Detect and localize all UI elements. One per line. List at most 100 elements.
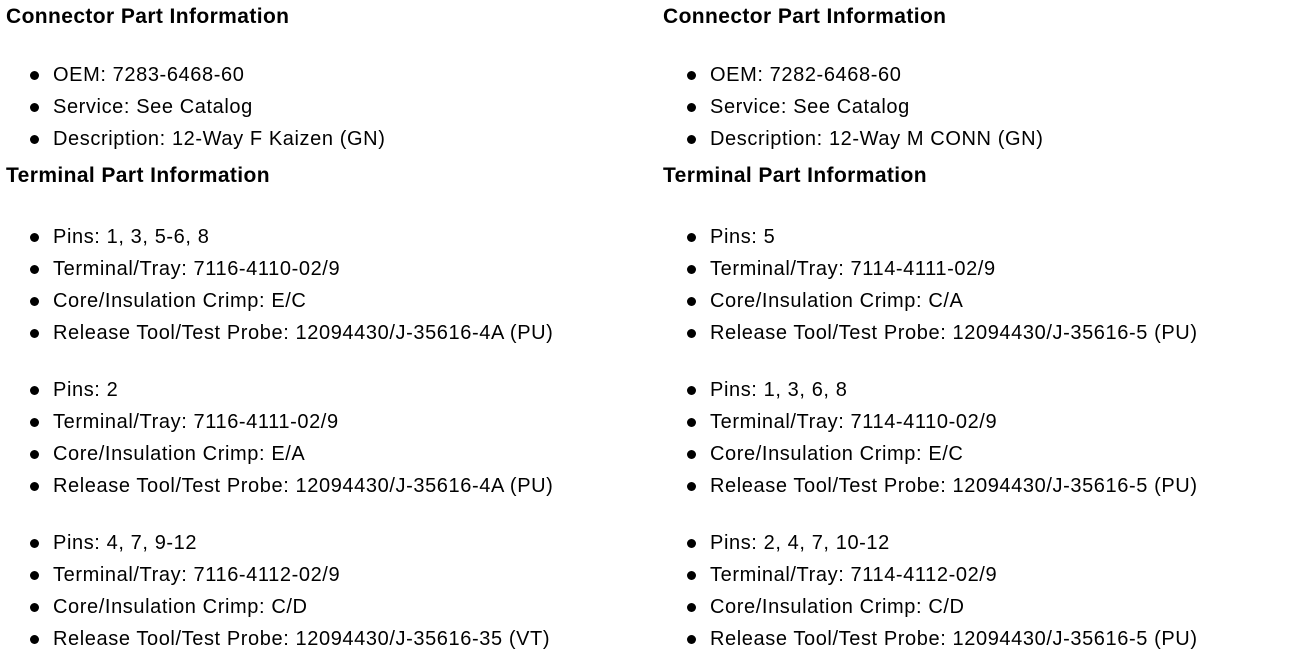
core-insulation-crimp-item: Core/Insulation Crimp: E/A — [6, 438, 652, 470]
core-insulation-crimp-item-text: Core/Insulation Crimp: C/D — [53, 596, 308, 618]
service-item: Service: See Catalog — [663, 91, 1308, 123]
pins-item-text: Pins: 4, 7, 9-12 — [53, 532, 198, 554]
pins-item: Pins: 2, 4, 7, 10-12 — [663, 527, 1308, 559]
oem-item: OEM: 7283-6468-60 — [6, 59, 652, 91]
terminal-tray-item: Terminal/Tray: 7116-4110-02/9 — [6, 253, 652, 285]
core-insulation-crimp-item: Core/Insulation Crimp: E/C — [6, 285, 652, 317]
pins-item-text: Pins: 2 — [53, 379, 119, 401]
core-insulation-crimp-item-text: Core/Insulation Crimp: E/C — [710, 443, 964, 465]
release-tool-test-probe-item-text: Release Tool/Test Probe: 12094430/J-3561… — [710, 475, 1198, 497]
bullet-icon — [30, 70, 39, 80]
pins-item: Pins: 4, 7, 9-12 — [6, 527, 652, 559]
description-item-text: Description: 12-Way M CONN (GN) — [710, 128, 1044, 150]
pins-item-text: Pins: 1, 3, 5-6, 8 — [53, 226, 210, 248]
pins-item: Pins: 1, 3, 6, 8 — [663, 374, 1308, 406]
connector-part-info-heading: Connector Part Information — [663, 5, 947, 28]
release-tool-test-probe-item-text: Release Tool/Test Probe: 12094430/J-3561… — [53, 475, 554, 497]
service-item: Service: See Catalog — [6, 91, 652, 123]
bullet-icon — [687, 481, 696, 491]
terminal-group: Pins: 2 Terminal/Tray: 7116-4111-02/9 Co… — [6, 374, 652, 502]
terminal-group: Pins: 1, 3, 6, 8 Terminal/Tray: 7114-411… — [663, 374, 1308, 502]
terminal-tray-item-text: Terminal/Tray: 7114-4111-02/9 — [710, 258, 996, 280]
terminal-tray-item: Terminal/Tray: 7116-4111-02/9 — [6, 406, 652, 438]
release-tool-test-probe-item: Release Tool/Test Probe: 12094430/J-3561… — [6, 317, 652, 349]
bullet-icon — [30, 296, 39, 306]
bullet-icon — [687, 417, 696, 427]
pins-item-text: Pins: 5 — [710, 226, 776, 248]
bullet-icon — [30, 102, 39, 112]
connector-column-left: Connector Part Information OEM: 7283-646… — [0, 5, 656, 655]
bullet-icon — [687, 634, 696, 644]
release-tool-test-probe-item-text: Release Tool/Test Probe: 12094430/J-3561… — [53, 628, 551, 650]
bullet-icon — [30, 634, 39, 644]
bullet-icon — [687, 102, 696, 112]
terminal-tray-item-text: Terminal/Tray: 7116-4112-02/9 — [53, 564, 341, 586]
oem-item: OEM: 7282-6468-60 — [663, 59, 1308, 91]
service-item-text: Service: See Catalog — [53, 96, 253, 118]
oem-item-text: OEM: 7283-6468-60 — [53, 64, 245, 86]
pins-item: Pins: 1, 3, 5-6, 8 — [6, 221, 652, 253]
core-insulation-crimp-item: Core/Insulation Crimp: C/A — [663, 285, 1308, 317]
core-insulation-crimp-item: Core/Insulation Crimp: C/D — [6, 591, 652, 623]
core-insulation-crimp-item: Core/Insulation Crimp: E/C — [663, 438, 1308, 470]
oem-item-text: OEM: 7282-6468-60 — [710, 64, 902, 86]
bullet-icon — [687, 264, 696, 274]
bullet-icon — [30, 538, 39, 548]
description-item: Description: 12-Way F Kaizen (GN) — [6, 123, 652, 155]
release-tool-test-probe-item-text: Release Tool/Test Probe: 12094430/J-3561… — [53, 322, 554, 344]
bullet-icon — [30, 264, 39, 274]
bullet-icon — [687, 232, 696, 242]
pins-item: Pins: 5 — [663, 221, 1308, 253]
core-insulation-crimp-item-text: Core/Insulation Crimp: E/A — [53, 443, 306, 465]
terminal-part-info-heading: Terminal Part Information — [6, 164, 270, 187]
bullet-icon — [687, 134, 696, 144]
terminal-tray-item: Terminal/Tray: 7116-4112-02/9 — [6, 559, 652, 591]
bullet-icon — [30, 385, 39, 395]
connector-info-list: OEM: 7283-6468-60 Service: See Catalog D… — [6, 59, 652, 155]
connector-column-right: Connector Part Information OEM: 7282-646… — [656, 5, 1312, 655]
connector-info-list: OEM: 7282-6468-60 Service: See Catalog D… — [663, 59, 1308, 155]
bullet-icon — [687, 70, 696, 80]
bullet-icon — [30, 328, 39, 338]
terminal-tray-item-text: Terminal/Tray: 7114-4112-02/9 — [710, 564, 998, 586]
release-tool-test-probe-item: Release Tool/Test Probe: 12094430/J-3561… — [6, 623, 652, 655]
bullet-icon — [687, 538, 696, 548]
bullet-icon — [30, 449, 39, 459]
bullet-icon — [30, 481, 39, 491]
bullet-icon — [687, 449, 696, 459]
bullet-icon — [687, 296, 696, 306]
terminal-group: Pins: 1, 3, 5-6, 8 Terminal/Tray: 7116-4… — [6, 221, 652, 349]
bullet-icon — [687, 570, 696, 580]
release-tool-test-probe-item: Release Tool/Test Probe: 12094430/J-3561… — [663, 623, 1308, 655]
core-insulation-crimp-item: Core/Insulation Crimp: C/D — [663, 591, 1308, 623]
description-item-text: Description: 12-Way F Kaizen (GN) — [53, 128, 386, 150]
release-tool-test-probe-item-text: Release Tool/Test Probe: 12094430/J-3561… — [710, 628, 1198, 650]
terminal-group: Pins: 2, 4, 7, 10-12 Terminal/Tray: 7114… — [663, 527, 1308, 655]
service-item-text: Service: See Catalog — [710, 96, 910, 118]
terminal-tray-item-text: Terminal/Tray: 7116-4111-02/9 — [53, 411, 339, 433]
core-insulation-crimp-item-text: Core/Insulation Crimp: E/C — [53, 290, 307, 312]
bullet-icon — [30, 602, 39, 612]
terminal-tray-item-text: Terminal/Tray: 7116-4110-02/9 — [53, 258, 341, 280]
release-tool-test-probe-item: Release Tool/Test Probe: 12094430/J-3561… — [663, 470, 1308, 502]
bullet-icon — [687, 328, 696, 338]
terminal-tray-item: Terminal/Tray: 7114-4110-02/9 — [663, 406, 1308, 438]
core-insulation-crimp-item-text: Core/Insulation Crimp: C/A — [710, 290, 964, 312]
terminal-tray-item-text: Terminal/Tray: 7114-4110-02/9 — [710, 411, 998, 433]
bullet-icon — [30, 417, 39, 427]
terminal-part-info-heading: Terminal Part Information — [663, 164, 927, 187]
pins-item-text: Pins: 2, 4, 7, 10-12 — [710, 532, 890, 554]
release-tool-test-probe-item: Release Tool/Test Probe: 12094430/J-3561… — [6, 470, 652, 502]
release-tool-test-probe-item-text: Release Tool/Test Probe: 12094430/J-3561… — [710, 322, 1198, 344]
terminal-tray-item: Terminal/Tray: 7114-4111-02/9 — [663, 253, 1308, 285]
description-item: Description: 12-Way M CONN (GN) — [663, 123, 1308, 155]
terminal-tray-item: Terminal/Tray: 7114-4112-02/9 — [663, 559, 1308, 591]
bullet-icon — [687, 602, 696, 612]
bullet-icon — [30, 570, 39, 580]
terminal-group: Pins: 4, 7, 9-12 Terminal/Tray: 7116-411… — [6, 527, 652, 655]
bullet-icon — [30, 134, 39, 144]
terminal-group: Pins: 5 Terminal/Tray: 7114-4111-02/9 Co… — [663, 221, 1308, 349]
pins-item: Pins: 2 — [6, 374, 652, 406]
bullet-icon — [30, 232, 39, 242]
release-tool-test-probe-item: Release Tool/Test Probe: 12094430/J-3561… — [663, 317, 1308, 349]
